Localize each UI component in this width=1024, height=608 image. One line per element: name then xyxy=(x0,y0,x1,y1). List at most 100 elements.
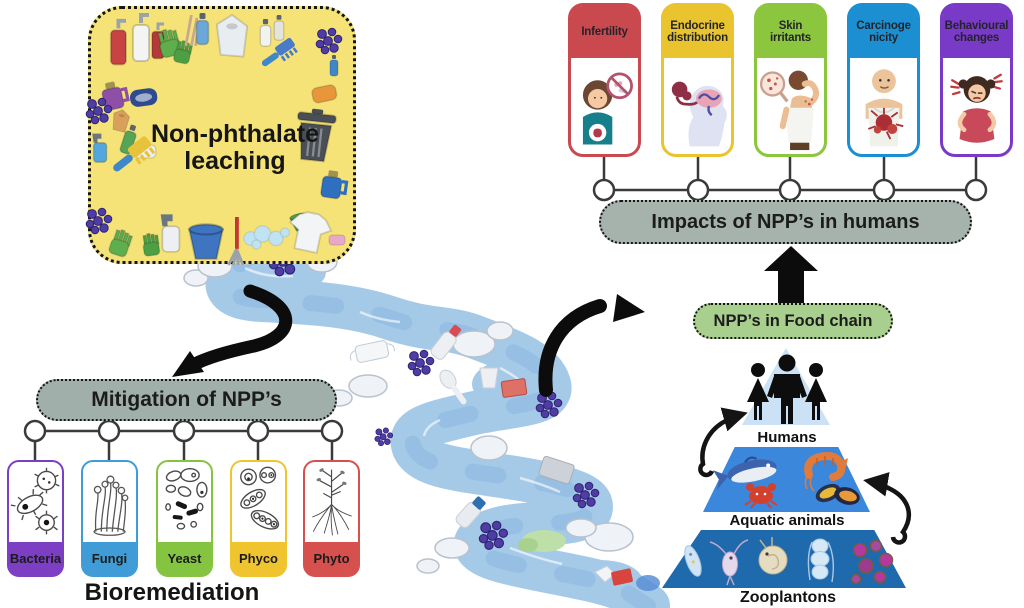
arrow-zoo-to-aquatic-icon xyxy=(863,472,912,545)
bio-card-footer: Bacteria xyxy=(9,542,62,575)
zooplankton-icon xyxy=(684,537,894,586)
endocrine-illustration xyxy=(664,58,731,154)
impact-card-header: Carcinoge nicity xyxy=(850,6,917,58)
impacts-pill: Impacts of NPP’s in humans xyxy=(599,200,972,244)
copepod-icon xyxy=(709,539,749,586)
sponge-icon xyxy=(310,83,339,105)
plastic-bottle-icon xyxy=(455,496,486,529)
npp-molecules-icon xyxy=(85,207,113,235)
face-mask-icon xyxy=(349,340,395,363)
impact-card-label: Infertility xyxy=(581,25,628,38)
aquatic-animals-icon xyxy=(712,452,860,509)
river-pollutants xyxy=(268,245,660,591)
npp-molecules-icon xyxy=(407,349,435,377)
phyco-illustration xyxy=(232,462,285,542)
arrow-to-foodchain-icon xyxy=(538,299,607,397)
npp-molecules-icon xyxy=(315,27,343,55)
mitigation-pill: Mitigation of NPP’s xyxy=(36,379,337,421)
impact-card-header: Infertility xyxy=(571,6,638,58)
lotion-pump-bottle-icon xyxy=(109,17,127,66)
plastic-bag-icon xyxy=(215,13,249,58)
flow-arrows xyxy=(172,246,818,397)
plastic-bottle-icon xyxy=(195,12,210,46)
food-chain-arrows xyxy=(698,407,912,545)
algae-clump-icon xyxy=(518,530,566,552)
bio-card-label: Fungi xyxy=(91,551,128,566)
impact-card-endocrine: Endocrine distribution xyxy=(661,3,734,157)
bio-card-label: Bacteria xyxy=(9,551,62,566)
spray-bottle-icon xyxy=(159,213,181,253)
impact-card-label: Skin irritants xyxy=(769,19,812,44)
daphnia-icon xyxy=(758,537,788,575)
bio-card-footer: Phyto xyxy=(305,542,358,575)
food-chain-pill: NPP’s in Food chain xyxy=(693,303,893,339)
plastic-debris-icon xyxy=(594,565,660,591)
folded-paper-icon xyxy=(538,455,575,485)
bio-card-phyto: Phyto xyxy=(303,460,360,577)
impacts-pill-label: Impacts of NPP’s in humans xyxy=(651,210,920,233)
impact-card-behavioural-changes: Behavioural changes xyxy=(940,3,1013,157)
leaching-box-title: Non-phthalate leaching xyxy=(150,120,320,175)
crab-icon xyxy=(744,483,778,509)
bioremediation-caption: Bioremediation xyxy=(84,579,260,606)
sponge-icon xyxy=(328,234,346,246)
impact-card-label: Behavioural changes xyxy=(944,19,1009,44)
impact-card-label: Endocrine distribution xyxy=(667,19,728,44)
food-container-icon xyxy=(500,378,528,398)
mop-icon xyxy=(227,215,245,267)
bio-card-bacteria: Bacteria xyxy=(7,460,64,577)
bio-card-footer: Fungi xyxy=(83,542,136,575)
spray-bottle-icon xyxy=(91,132,108,163)
impact-card-infertility: Infertility xyxy=(568,3,641,157)
bacteria-illustration xyxy=(9,462,62,542)
bio-card-footer: Yeast xyxy=(158,542,211,575)
shrimp-icon xyxy=(804,452,848,492)
leaching-box: Non-phthalate leaching xyxy=(85,6,356,267)
arrow-to-mitigation-icon xyxy=(186,284,293,372)
plastic-bottle-icon xyxy=(329,54,339,77)
bio-card-label: Phyco xyxy=(238,551,278,566)
arrow-up-icon xyxy=(764,246,818,303)
impact-card-header: Skin irritants xyxy=(757,6,824,58)
food-chain-pill-label: NPP’s in Food chain xyxy=(713,311,873,330)
impacts-connector xyxy=(592,157,988,202)
bio-card-fungi: Fungi xyxy=(81,460,138,577)
bio-card-phyco: Phyco xyxy=(230,460,287,577)
impact-card-header: Behavioural changes xyxy=(943,6,1010,58)
impact-card-skin-irritants: Skin irritants xyxy=(754,3,827,157)
humans-icon xyxy=(747,354,827,424)
spoon-icon xyxy=(439,369,467,405)
bio-card-footer: Phyco xyxy=(232,542,285,575)
cup-icon xyxy=(479,367,499,389)
segmented-plankton-icon xyxy=(807,538,835,583)
bio-card-yeast: Yeast xyxy=(156,460,213,577)
rubber-glove-icon xyxy=(107,227,135,259)
impact-card-header: Endocrine distribution xyxy=(664,6,731,58)
carcinogenicity-illustration xyxy=(850,58,917,154)
npp-molecules-icon xyxy=(374,427,394,447)
aquatic-animals-label: Aquatic animals xyxy=(729,512,845,529)
foam-bubbles-icon xyxy=(243,225,291,250)
bucket-icon xyxy=(188,223,224,260)
lotion-pump-bottle-icon xyxy=(132,12,150,62)
soap-bar-icon xyxy=(129,87,159,108)
detergent-jug-icon xyxy=(98,77,131,113)
impact-card-label: Carcinoge nicity xyxy=(856,19,911,44)
cosmetic-tube-icon xyxy=(273,14,285,41)
rubber-glove-icon xyxy=(140,231,162,258)
plankton-larva-icon xyxy=(684,545,702,577)
cosmetic-tube-icon xyxy=(259,18,272,47)
protozoa-cluster-icon xyxy=(850,539,894,585)
infertility-illustration xyxy=(571,58,638,154)
fish-icon xyxy=(712,456,777,490)
mussels-icon xyxy=(815,483,860,505)
mitigation-pill-label: Mitigation of NPP’s xyxy=(91,388,282,411)
behavioural-changes-illustration xyxy=(943,58,1010,154)
yeast-illustration xyxy=(158,462,211,542)
arrow-aquatic-to-humans-icon xyxy=(698,407,748,478)
impact-card-carcinogenicity: Carcinoge nicity xyxy=(847,3,920,157)
bio-card-label: Phyto xyxy=(313,551,350,566)
plastic-bottle-icon xyxy=(430,324,462,360)
